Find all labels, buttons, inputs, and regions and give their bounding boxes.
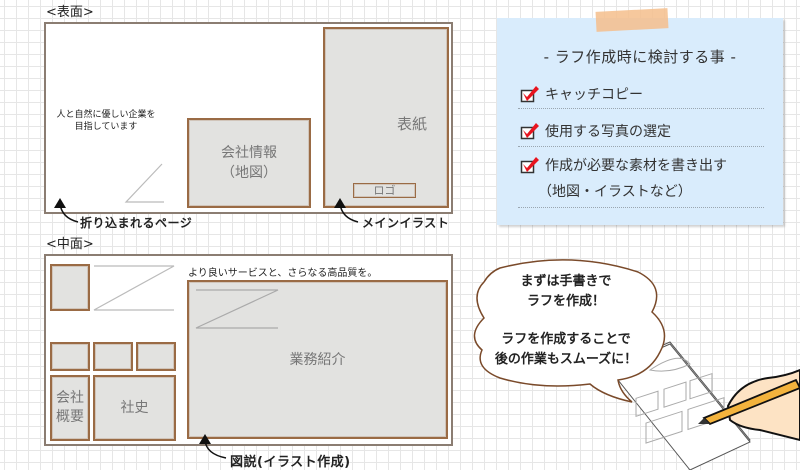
speech-bubble <box>473 259 666 403</box>
company-info-box: 会社情報 （地図） <box>187 118 311 208</box>
front-section-label: <表面> <box>46 5 94 20</box>
checklist-item-label: 使用する写真の選定 <box>545 124 671 140</box>
company-info-title: 会社情報 <box>221 145 277 161</box>
photo-placeholder-2 <box>93 342 133 371</box>
divider <box>518 146 764 147</box>
checklist-note <box>497 18 783 225</box>
business-label: 業務紹介 <box>289 351 346 368</box>
tagline-line1: 人と自然に優しい企業を <box>56 110 156 120</box>
logo-box: ロゴ <box>353 183 416 198</box>
business-box: 業務紹介 <box>187 280 448 439</box>
checkbox-checked-icon <box>520 157 539 174</box>
cover-box: 表紙 <box>323 27 449 208</box>
annotation-figure: 図説(イラスト作成) <box>230 455 351 470</box>
checklist-title: - ラフ作成時に検討する事 - <box>543 48 737 66</box>
divider <box>518 207 764 208</box>
checkbox-checked-icon <box>520 86 539 103</box>
paper-stack-icon <box>609 341 751 470</box>
text-placeholder-z <box>93 265 175 311</box>
inner-headline: より良いサービスと、さらなる高品質を。 <box>188 268 378 279</box>
photo-placeholder-1 <box>50 342 90 371</box>
overview-line1: 会社 <box>56 390 84 406</box>
company-info-sub: （地図） <box>221 165 277 181</box>
arrow-icon-figure <box>199 434 227 459</box>
photo-placeholder-3 <box>136 342 176 371</box>
cover-label: 表紙 <box>396 115 427 133</box>
bubble-line1: まずは手書きで <box>520 274 612 289</box>
divider <box>518 108 764 109</box>
arrow-icon-main <box>334 198 359 223</box>
front-tagline: 人と自然に優しい企業を 目指しています <box>54 109 158 133</box>
tagline-line2: 目指しています <box>74 122 138 132</box>
hand-drawing-illustration <box>609 341 800 470</box>
logo-label: ロゴ <box>373 184 396 197</box>
checklist-item: キャッチコピー <box>520 85 643 105</box>
photo-placeholder-small <box>50 264 90 311</box>
bubble-line3: ラフを作成することで <box>501 332 631 347</box>
checklist-item-label: 作成が必要な素材を書き出す <box>545 158 727 174</box>
bubble-text-2: ラフを作成することで 後の作業もスムーズに！ <box>476 330 656 370</box>
business-text-placeholder-z <box>195 289 279 329</box>
arrow-icon-fold <box>54 198 79 223</box>
bubble-line2: ラフを作成！ <box>526 294 605 309</box>
history-label: 社史 <box>120 400 149 416</box>
history-box: 社史 <box>93 375 176 441</box>
annotation-main-illust: メインイラスト <box>362 216 450 230</box>
checklist-item-label: キャッチコピー <box>545 87 643 103</box>
inner-section-label: <中面> <box>46 237 94 252</box>
bubble-text-1: まずは手書きで ラフを作成！ <box>476 272 656 312</box>
checklist-item: 作成が必要な素材を書き出す <box>520 156 727 176</box>
overview-line2: 概要 <box>56 409 84 425</box>
image-placeholder-z <box>124 163 164 203</box>
checklist-item: 使用する写真の選定 <box>520 122 671 142</box>
annotation-fold-page: 折り込まれるページ <box>80 216 193 230</box>
company-overview-box: 会社 概要 <box>50 375 90 441</box>
checkbox-checked-icon <box>520 123 539 140</box>
pencil-icon <box>698 378 800 426</box>
tape-decoration <box>595 8 669 32</box>
bubble-line4: 後の作業もスムーズに！ <box>494 352 638 367</box>
checklist-item-subtext: （地図・イラストなど） <box>538 184 692 200</box>
